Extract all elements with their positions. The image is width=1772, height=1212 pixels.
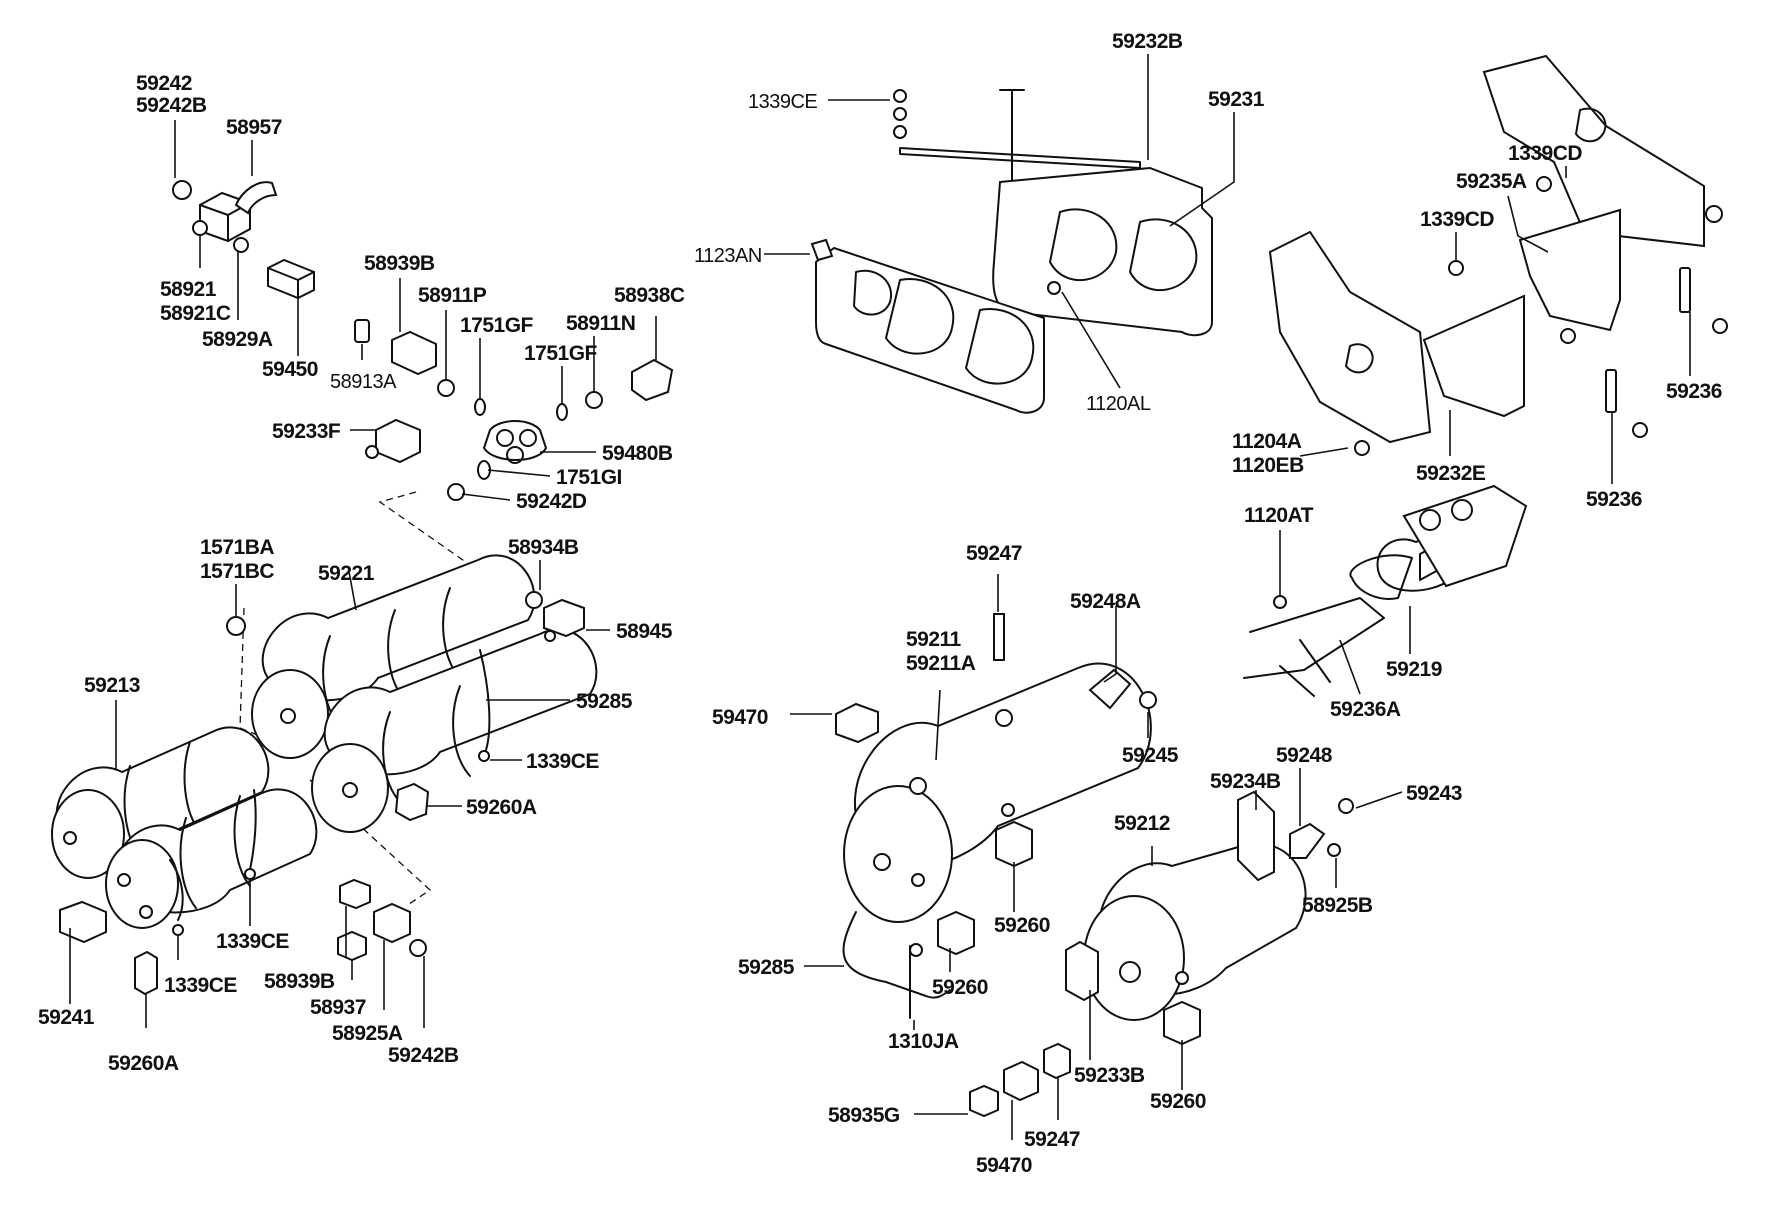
label-59236-a: 59236 (1666, 380, 1722, 403)
label-59232b: 59232B (1112, 30, 1183, 53)
label-59242b-top: 59242B (136, 94, 207, 117)
label-58921c: 58921C (160, 302, 231, 325)
compressor-assembly (1243, 484, 1528, 697)
label-1339cd-a: 1339CD (1508, 142, 1582, 165)
label-59219: 59219 (1386, 658, 1442, 681)
label-1339ce-mid: 1339CE (526, 750, 599, 773)
tank-mounting-plates (810, 54, 1728, 456)
label-59260a-low: 59260A (108, 1052, 179, 1075)
label-58925a: 58925A (332, 1022, 403, 1045)
label-58945: 58945 (616, 620, 673, 643)
label-58939b-low: 58939B (264, 970, 335, 993)
label-59236a: 59236A (1330, 698, 1401, 721)
label-1123an: 1123AN (694, 245, 762, 267)
label-11204a: 11204A (1232, 430, 1302, 453)
label-1339ce-top: 1339CE (748, 91, 817, 113)
label-59245: 59245 (1122, 744, 1179, 767)
label-59470-low: 59470 (976, 1154, 1032, 1177)
label-59234b: 59234B (1210, 770, 1281, 793)
label-59221: 59221 (318, 562, 375, 585)
label-59231: 59231 (1208, 88, 1265, 111)
label-1751gf-b: 1751GF (524, 342, 598, 365)
label-58957: 58957 (226, 116, 282, 139)
label-59470-top: 59470 (712, 706, 768, 729)
label-59247-low: 59247 (1024, 1128, 1080, 1151)
label-58913a: 58913A (330, 371, 397, 393)
label-1339ce-low: 1339CE (216, 930, 289, 953)
label-59260-b: 59260 (932, 976, 988, 999)
label-59213: 59213 (84, 674, 140, 697)
label-1339cd-b: 1339CD (1420, 208, 1494, 231)
label-58935g: 58935G (828, 1104, 900, 1127)
left-air-tanks (51, 491, 598, 996)
label-59450: 59450 (262, 358, 318, 381)
label-59235a: 59235A (1456, 170, 1527, 193)
label-58925b: 58925B (1302, 894, 1373, 917)
label-58929a: 58929A (202, 328, 273, 351)
label-1339ce-low2: 1339CE (164, 974, 237, 997)
label-59243: 59243 (1406, 782, 1462, 805)
label-59233f: 59233F (272, 420, 341, 443)
label-1120eb: 1120EB (1232, 454, 1304, 477)
label-59242d: 59242D (516, 490, 587, 513)
label-59285-left: 59285 (576, 690, 633, 713)
label-59260a-mid: 59260A (466, 796, 537, 819)
label-59248a: 59248A (1070, 590, 1141, 613)
label-1120al: 1120AL (1086, 393, 1151, 415)
label-59242: 59242 (136, 72, 192, 95)
label-1751gf-a: 1751GF (460, 314, 534, 337)
valve-block-group (172, 180, 674, 501)
leader-lines (69, 54, 1691, 1140)
label-59241: 59241 (38, 1006, 95, 1029)
label-58921: 58921 (160, 278, 217, 301)
label-1120at: 1120AT (1244, 504, 1314, 527)
label-58937: 58937 (310, 996, 366, 1019)
part-labels: 59242 59242B 58957 58921 58921C 58929A 5… (38, 30, 1722, 1177)
label-1310ja: 1310JA (888, 1030, 959, 1053)
label-59242b-low: 59242B (388, 1044, 459, 1067)
label-58911n: 58911N (566, 312, 635, 335)
label-1751gi: 1751GI (556, 466, 622, 489)
label-59211a: 59211A (906, 652, 976, 675)
label-59260-a: 59260 (994, 914, 1050, 937)
label-58911p: 58911P (418, 284, 487, 307)
label-59260-c: 59260 (1150, 1090, 1206, 1113)
label-59211: 59211 (906, 628, 962, 651)
label-58939b-top: 58939B (364, 252, 435, 275)
label-59232e: 59232E (1416, 462, 1486, 485)
label-59233b: 59233B (1074, 1064, 1145, 1087)
label-58938c: 58938C (614, 284, 685, 307)
label-58934b: 58934B (508, 536, 579, 559)
label-59480b: 59480B (602, 442, 673, 465)
label-59285-right: 59285 (738, 956, 795, 979)
main-air-tank (835, 613, 1157, 1019)
label-59212: 59212 (1114, 812, 1170, 835)
secondary-air-tank (969, 790, 1354, 1118)
label-1571ba: 1571BA (200, 536, 274, 559)
label-59236-b: 59236 (1586, 488, 1642, 511)
label-59247-top: 59247 (966, 542, 1022, 565)
label-1571bc: 1571BC (200, 560, 274, 583)
label-59248: 59248 (1276, 744, 1333, 767)
